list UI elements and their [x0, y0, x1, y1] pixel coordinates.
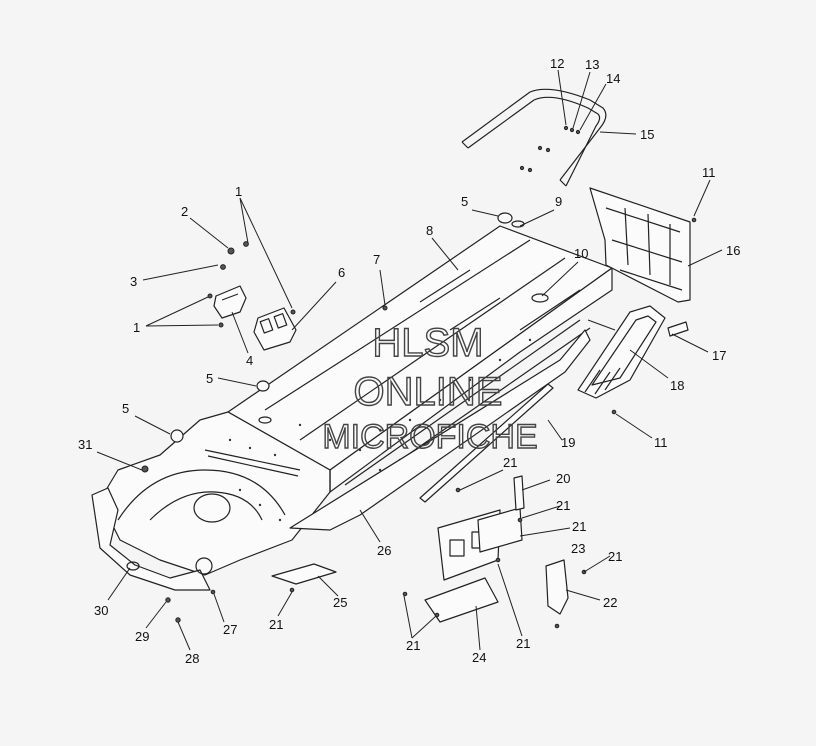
callout-21g: 21 — [516, 636, 530, 651]
callout-5a: 5 — [461, 194, 468, 209]
callout-17: 17 — [712, 348, 726, 363]
callout-10: 10 — [574, 246, 588, 261]
grab-bar — [461, 88, 607, 187]
callout-31: 31 — [78, 437, 92, 452]
callout-26: 26 — [377, 543, 391, 558]
watermark-line3: MICROFICHE — [322, 418, 537, 456]
callout-23: 23 — [571, 541, 585, 556]
callout-30: 30 — [94, 603, 108, 618]
callout-labels: 1 2 3 1 4 6 7 8 5 9 10 5 5 31 12 13 14 1… — [78, 56, 740, 666]
leader-lines — [96, 69, 723, 651]
callout-25: 25 — [333, 595, 347, 610]
callout-11b: 11 — [654, 435, 668, 450]
trim-strip — [419, 383, 554, 503]
decal-17 — [667, 321, 689, 337]
callout-21a: 21 — [503, 455, 517, 470]
callout-24: 24 — [472, 650, 486, 665]
callout-21b: 21 — [556, 498, 570, 513]
callout-15: 15 — [640, 127, 654, 142]
chassis-tunnel — [91, 220, 613, 591]
running-board — [289, 329, 591, 531]
callout-3: 3 — [130, 274, 137, 289]
callout-21e: 21 — [269, 617, 283, 632]
callout-16: 16 — [726, 243, 740, 258]
reinforcement-plate — [424, 507, 523, 623]
callout-27: 27 — [223, 622, 237, 637]
callout-6: 6 — [338, 265, 345, 280]
callout-2: 2 — [181, 204, 188, 219]
callout-21f: 21 — [406, 638, 420, 653]
mount-plate — [253, 307, 297, 351]
callout-21c: 21 — [572, 519, 586, 534]
rear-cover — [577, 305, 666, 399]
callout-12: 12 — [550, 56, 564, 71]
callout-13: 13 — [585, 57, 599, 72]
callout-9: 9 — [555, 194, 562, 209]
callout-18: 18 — [670, 378, 684, 393]
bracket-20 — [513, 475, 525, 511]
watermark-line2: ONLINE — [354, 370, 503, 414]
callout-22: 22 — [603, 595, 617, 610]
heat-shield-22 — [545, 559, 569, 615]
snow-flap — [589, 187, 691, 303]
callout-5c: 5 — [122, 401, 129, 416]
callout-1a: 1 — [235, 184, 242, 199]
callout-19: 19 — [561, 435, 575, 450]
callout-29: 29 — [135, 629, 149, 644]
callout-5b: 5 — [206, 371, 213, 386]
callout-20: 20 — [556, 471, 570, 486]
bracket-assembly — [213, 285, 247, 319]
callout-11a: 11 — [702, 165, 716, 180]
callout-4: 4 — [246, 353, 253, 368]
callout-14: 14 — [606, 71, 620, 86]
callout-1b: 1 — [133, 320, 140, 335]
plug-caps — [170, 212, 513, 443]
callout-7: 7 — [373, 252, 380, 267]
callout-21d: 21 — [608, 549, 622, 564]
watermark: HLSM ONLINE MICROFICHE — [322, 320, 539, 456]
callout-28: 28 — [185, 651, 199, 666]
callout-8: 8 — [426, 223, 433, 238]
guard-25 — [271, 563, 337, 585]
watermark-line1: HLSM — [372, 321, 483, 365]
hardware-parts — [141, 125, 697, 629]
